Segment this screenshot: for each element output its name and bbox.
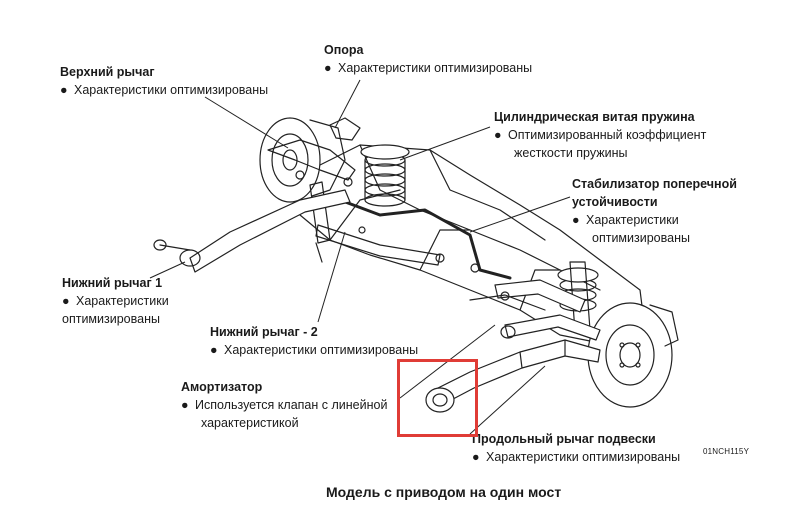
coil-spring-line-1: Оптимизированный коэффициент bbox=[508, 128, 707, 142]
coil-spring-line-2: жесткости пружины bbox=[514, 146, 628, 160]
callout-upper-arm: Верхний рычаг ● Характеристики оптимизиро… bbox=[60, 63, 310, 99]
lower-arm-2-title: Нижний рычаг - 2 bbox=[210, 325, 318, 339]
shock-absorber-line-1: Используется клапан с линейной bbox=[195, 398, 388, 412]
shock-absorber-title: Амортизатор bbox=[181, 380, 263, 394]
callout-lower-arm-2: Нижний рычаг - 2 ● Характеристики оптимиз… bbox=[210, 323, 460, 359]
callout-shock-absorber: Амортизатор ● Используется клапан с линей… bbox=[181, 378, 411, 432]
callout-stabilizer: Стабилизатор поперечной устойчивости ● Ха… bbox=[572, 175, 742, 247]
upper-arm-title: Верхний рычаг bbox=[60, 65, 155, 79]
lower-arm-1 bbox=[189, 189, 351, 273]
bullet: ● bbox=[572, 213, 580, 227]
bullet: ● bbox=[210, 343, 218, 357]
figure-code: 01NCH115Y bbox=[703, 447, 750, 456]
right-brake-disc bbox=[587, 302, 673, 408]
callout-lower-arm-1: Нижний рычаг 1 ● Характеристики оптимизир… bbox=[62, 274, 202, 328]
support-mount bbox=[329, 117, 361, 141]
bullet: ● bbox=[324, 61, 332, 75]
shock-absorber-line-2: характеристикой bbox=[201, 416, 299, 430]
upper-arm bbox=[267, 139, 356, 181]
stabilizer-bar bbox=[338, 198, 512, 280]
diagram-caption: Модель с приводом на один мост bbox=[326, 484, 562, 500]
lower-arm-1-title: Нижний рычаг 1 bbox=[62, 276, 163, 290]
support-line-1: Характеристики оптимизированы bbox=[338, 61, 533, 75]
lower-arm-2-line-1: Характеристики оптимизированы bbox=[224, 343, 419, 357]
coil-spring bbox=[360, 144, 410, 207]
support-title: Опора bbox=[324, 43, 364, 57]
stabilizer-title: Стабилизатор поперечной устойчивости bbox=[572, 177, 737, 209]
bullet: ● bbox=[60, 83, 68, 97]
bullet: ● bbox=[472, 450, 480, 464]
stabilizer-line-2: оптимизированы bbox=[592, 231, 690, 245]
lower-arm-1-line-2: оптимизированы bbox=[62, 312, 160, 326]
callout-coil-spring: Цилиндрическая витая пружина ● Оптимизиро… bbox=[494, 108, 754, 162]
trailing-arm-line-1: Характеристики оптимизированы bbox=[486, 450, 681, 464]
bullet: ● bbox=[494, 128, 502, 142]
upper-arm-line-1: Характеристики оптимизированы bbox=[74, 83, 269, 97]
lower-arm-2 bbox=[315, 224, 441, 266]
left-brake-disc bbox=[259, 117, 321, 203]
callout-support: Опора ● Характеристики оптимизированы bbox=[324, 41, 574, 77]
highlight-box bbox=[397, 359, 478, 437]
coil-spring-title: Цилиндрическая витая пружина bbox=[494, 110, 695, 124]
bullet: ● bbox=[181, 398, 189, 412]
bullet: ● bbox=[62, 294, 70, 308]
trailing-arm bbox=[429, 339, 601, 409]
callout-trailing-arm: Продольный рычаг подвески ● Характеристик… bbox=[472, 430, 712, 466]
lower-arm-1-line-1: Характеристики bbox=[76, 294, 169, 308]
trailing-arm-title: Продольный рычаг подвески bbox=[472, 432, 656, 446]
stabilizer-line-1: Характеристики bbox=[586, 213, 679, 227]
